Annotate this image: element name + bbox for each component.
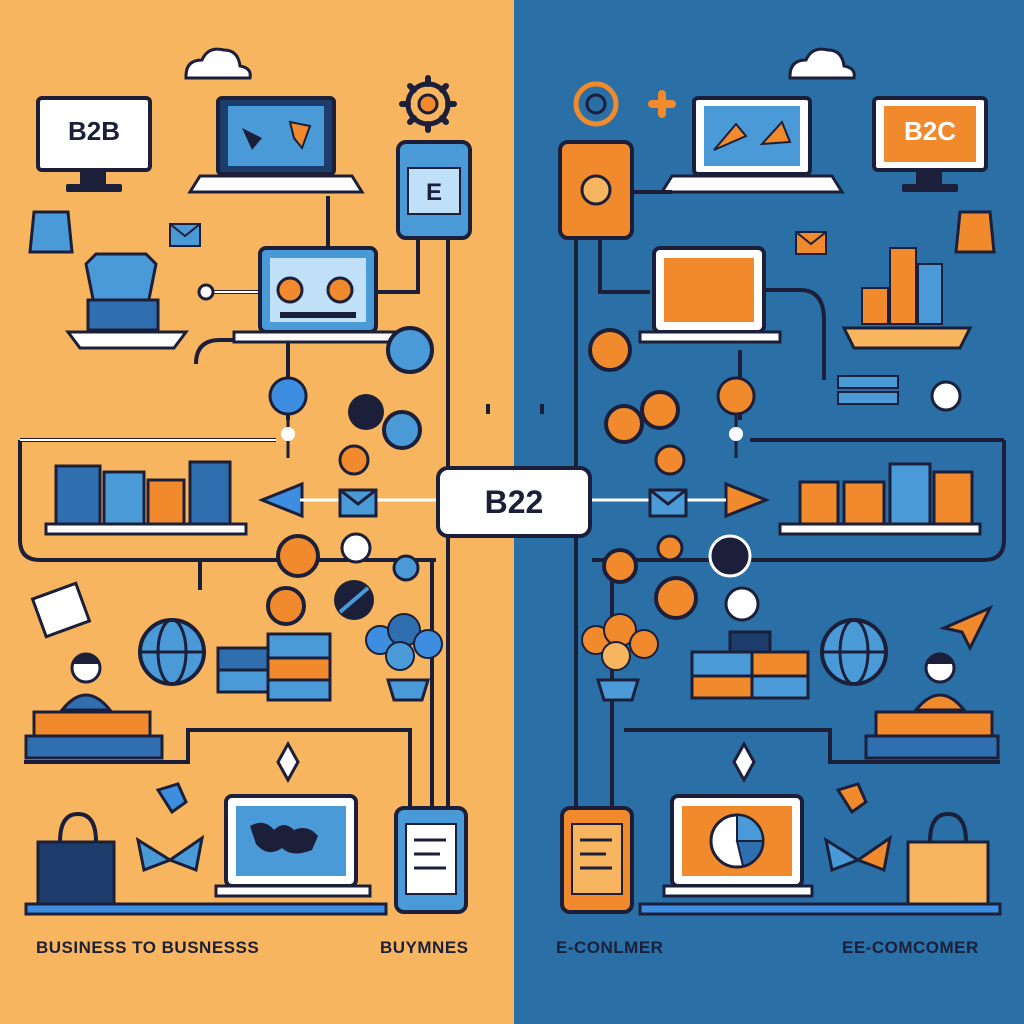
invoice-clipboard-icon xyxy=(30,581,92,639)
mobile-checkout-icon xyxy=(394,806,468,914)
storefront-icon xyxy=(65,252,189,350)
business-person-icon xyxy=(24,652,164,760)
butterfly-icon xyxy=(135,834,205,873)
dashboard-monitor-icon xyxy=(232,246,402,344)
connector-node xyxy=(197,283,215,301)
dollar-tag-icon xyxy=(954,210,996,254)
rocket-icon xyxy=(155,782,188,815)
coin-icons xyxy=(602,534,760,622)
shopping-bag-icon xyxy=(36,811,116,908)
left-footer-right-label: BUYMNES xyxy=(380,938,469,957)
laptop-icon xyxy=(659,96,845,194)
dollar-tag-icon xyxy=(28,210,74,254)
paper-plane-icon xyxy=(939,604,994,652)
inventory-boxes-icon xyxy=(216,632,332,702)
center-label-box: B22 xyxy=(436,466,592,538)
b2b-monitor-label: B2B xyxy=(67,116,120,146)
butterfly-icon xyxy=(823,834,893,873)
smartphone-icon xyxy=(558,140,634,240)
coin-icons xyxy=(266,532,420,626)
gear-icon xyxy=(573,81,619,127)
b2b-monitor-icon xyxy=(36,96,152,192)
globe-icon xyxy=(820,618,888,686)
diamond-icon xyxy=(276,740,300,784)
smartphone-icon: E xyxy=(396,140,472,240)
globe-icon xyxy=(138,618,206,686)
left-base-shelf xyxy=(24,902,388,916)
inventory-boxes-icon xyxy=(690,630,810,700)
stacked-bar-icon xyxy=(841,247,973,350)
plant-icon xyxy=(365,613,443,702)
right-base-shelf xyxy=(638,902,1002,916)
plant-icon xyxy=(581,613,659,702)
location-pin-icon xyxy=(268,376,308,459)
gear-icon xyxy=(399,75,457,133)
analytics-laptop-icon xyxy=(638,246,782,344)
diamond-icon xyxy=(732,740,756,784)
bricks-icon xyxy=(837,375,962,412)
bar-chart-shelf-icon xyxy=(778,462,982,536)
b2c-monitor-icon xyxy=(872,96,988,192)
laptop-icon xyxy=(187,96,365,194)
b2c-monitor-label: B2C xyxy=(903,116,956,146)
message-envelope-icon xyxy=(648,488,688,518)
mobile-checkout-icon xyxy=(560,806,634,914)
settings-gears-icon xyxy=(588,328,686,476)
center-divider-dots xyxy=(486,404,544,414)
envelope-icon xyxy=(795,231,827,255)
consumer-person-icon xyxy=(864,652,1000,760)
plus-icon xyxy=(648,90,676,118)
settings-gears-icon xyxy=(338,326,434,476)
right-footer-label: E-CONLMER xyxy=(556,938,664,957)
cloud-icon xyxy=(788,47,856,80)
left-connector-highlights xyxy=(20,291,276,441)
pie-chart-monitor-icon xyxy=(662,794,814,898)
cloud-icon xyxy=(184,47,252,80)
rocket-icon xyxy=(835,782,868,815)
world-map-monitor-icon xyxy=(214,794,372,898)
bar-chart-shelf-icon xyxy=(44,460,248,536)
svg-text:E: E xyxy=(426,179,442,206)
envelope-icon xyxy=(169,223,201,247)
message-envelope-icon xyxy=(338,488,378,518)
left-footer-label: BUSINESS TO BUSNESSS xyxy=(36,938,260,957)
right-footer-right-label: EE-COMCOMER xyxy=(842,938,979,957)
location-pin-icon xyxy=(716,376,756,459)
